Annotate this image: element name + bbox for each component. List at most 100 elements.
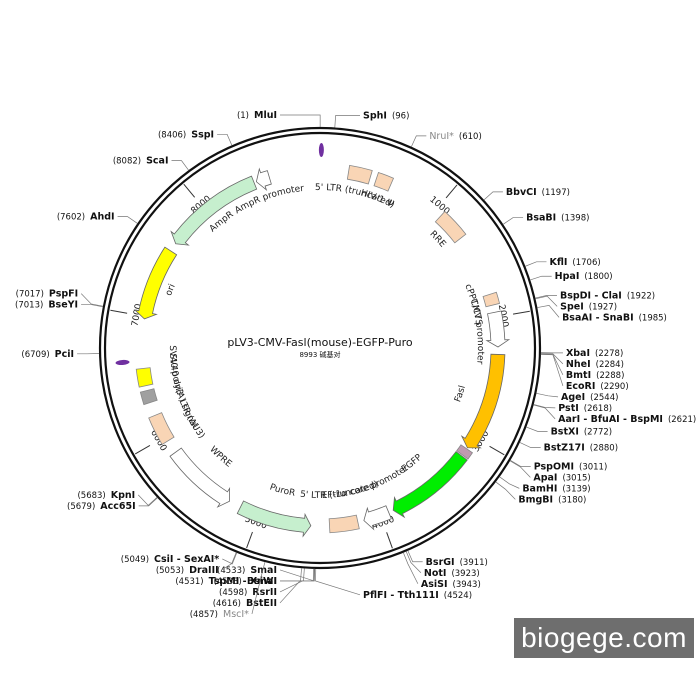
site-apai: ApaI(3015)	[533, 472, 590, 483]
site-name: MluI	[254, 110, 277, 121]
site-name: KflI	[549, 257, 567, 268]
site-position: (3139)	[562, 484, 590, 494]
site-name: SmaI	[250, 565, 277, 576]
feature-label-wpre: WPRE	[207, 445, 233, 470]
site-position: (5679)	[67, 502, 95, 512]
feature-label-ori: ori	[164, 283, 178, 298]
site-nhei: NheI(2284)	[566, 359, 624, 370]
site-bmgbi: BmgBI(3180)	[518, 494, 586, 505]
site-pcii: PciI (6709)	[21, 349, 74, 360]
site-position: (2544)	[590, 393, 618, 403]
site-position: (3015)	[562, 473, 590, 483]
site-scai: ScaI(8082)	[113, 156, 169, 167]
site-leader	[222, 552, 238, 565]
site-leader	[483, 191, 503, 201]
site-position: (1706)	[572, 258, 600, 268]
site-asisi: AsiSI(3943)	[421, 579, 481, 590]
site-position: (5049)	[121, 555, 149, 565]
site-position: (4857)	[190, 610, 218, 620]
site-leader	[217, 133, 233, 146]
feature-label-rre: RRE	[428, 229, 448, 250]
site-position: (4531)	[175, 577, 203, 587]
site-spei: SpeI(1927)	[560, 301, 617, 312]
site-pflfi-tth111i: PflFI - Tth111I(4524)	[363, 590, 472, 601]
site-csii-sexai: CsiI - SexAI* (5049)	[121, 554, 220, 565]
site-sspi: SspI (8406)	[158, 129, 214, 140]
site-position: (2278)	[595, 349, 623, 359]
feature-5-ltr-truncated	[328, 514, 360, 534]
site-leader	[535, 295, 558, 307]
site-leader	[279, 568, 302, 604]
site-name: EcoRI	[566, 381, 596, 392]
site-leader	[407, 550, 423, 563]
site-position: (7602)	[57, 213, 85, 223]
tick-mark	[386, 532, 393, 549]
site-bspdi-clai: BspDI - ClaI(1922)	[560, 290, 655, 301]
site-acc65i: Acc65I (5679)	[67, 501, 136, 512]
site-rsrii: RsrII(4598)	[219, 587, 277, 598]
feature-5-ltr-truncated	[346, 164, 373, 185]
site-name: KpnI	[111, 490, 135, 501]
tick-mark	[110, 309, 128, 314]
site-position: (1922)	[627, 291, 655, 301]
plasmid-size: 8993 碱基对	[299, 350, 340, 359]
site-hpai: HpaI(1800)	[555, 271, 613, 282]
site-aari-bfuai-bspmi: AarI - BfuAI - BspMI(2621)	[558, 414, 696, 425]
site-position: (4616)	[213, 599, 241, 609]
site-bstxi: BstXI(2772)	[551, 426, 613, 437]
site-draiii: DraIII(5053)	[156, 565, 219, 576]
site-position: (2284)	[596, 360, 624, 370]
feature-t2a	[456, 444, 474, 460]
feature-label-sv40-ori: SV40 ori	[167, 353, 183, 392]
site-name: DraIII	[189, 565, 219, 576]
feature-ori	[133, 246, 178, 320]
feature-rre	[434, 210, 467, 244]
site-name: AsiSI	[421, 579, 448, 590]
site-leader	[526, 426, 548, 432]
site-position: (610)	[459, 132, 482, 142]
site-name: BsiWI	[247, 576, 277, 587]
site-name: BsaBI	[526, 213, 556, 224]
plasmid-backbone	[98, 126, 542, 570]
backbone-outer-ring	[98, 126, 542, 570]
site-position: (6709)	[21, 350, 49, 360]
site-bstz17i: BstZ17I(2880)	[544, 443, 618, 454]
site-leader	[403, 552, 419, 584]
site-position: (2621)	[668, 415, 696, 425]
feature-cppt-cts	[482, 291, 501, 308]
site-leader	[499, 476, 520, 489]
site-leader	[540, 354, 564, 386]
site-name: CsiI - SexAI*	[154, 554, 219, 565]
feature-hiv-1	[373, 171, 395, 192]
site-leader	[279, 568, 305, 593]
site-leader	[334, 115, 360, 128]
site-name: BstXI	[551, 426, 579, 437]
site-tspmi-xmai: TspMI - XmaI(4531)	[175, 576, 277, 587]
site-ahdi: AhdI(7602)	[57, 212, 115, 223]
site-sphi: SphI(96)	[363, 111, 409, 122]
site-bsabi: BsaBI(1398)	[526, 213, 589, 224]
site-name: XbaI	[566, 348, 590, 359]
site-name: PstI	[558, 403, 579, 414]
site-leader	[80, 293, 104, 307]
site-bseyi: BseYI(7013)	[15, 300, 78, 311]
site-name: PciI	[55, 349, 74, 360]
site-position: (8406)	[158, 130, 186, 140]
site-leader	[405, 551, 422, 574]
site-position: (3011)	[579, 462, 607, 472]
site-position: (1)	[237, 111, 249, 121]
site-name: SspI	[191, 129, 214, 140]
feature-m13-rev	[115, 359, 130, 366]
site-pspfi: PspFI(7017)	[16, 289, 79, 300]
site-name: ScaI	[146, 156, 168, 167]
site-position: (2618)	[584, 404, 612, 414]
site-name: SphI	[363, 111, 387, 122]
feature-egfp	[392, 451, 468, 519]
site-name: Acc65I	[100, 501, 135, 512]
site-leader	[279, 568, 314, 582]
site-leader	[171, 160, 189, 171]
site-name: BbvCI	[506, 187, 537, 198]
site-leader	[525, 261, 547, 267]
site-name: BsrGI	[426, 557, 455, 568]
feature-3-ltr-u3	[148, 412, 175, 445]
